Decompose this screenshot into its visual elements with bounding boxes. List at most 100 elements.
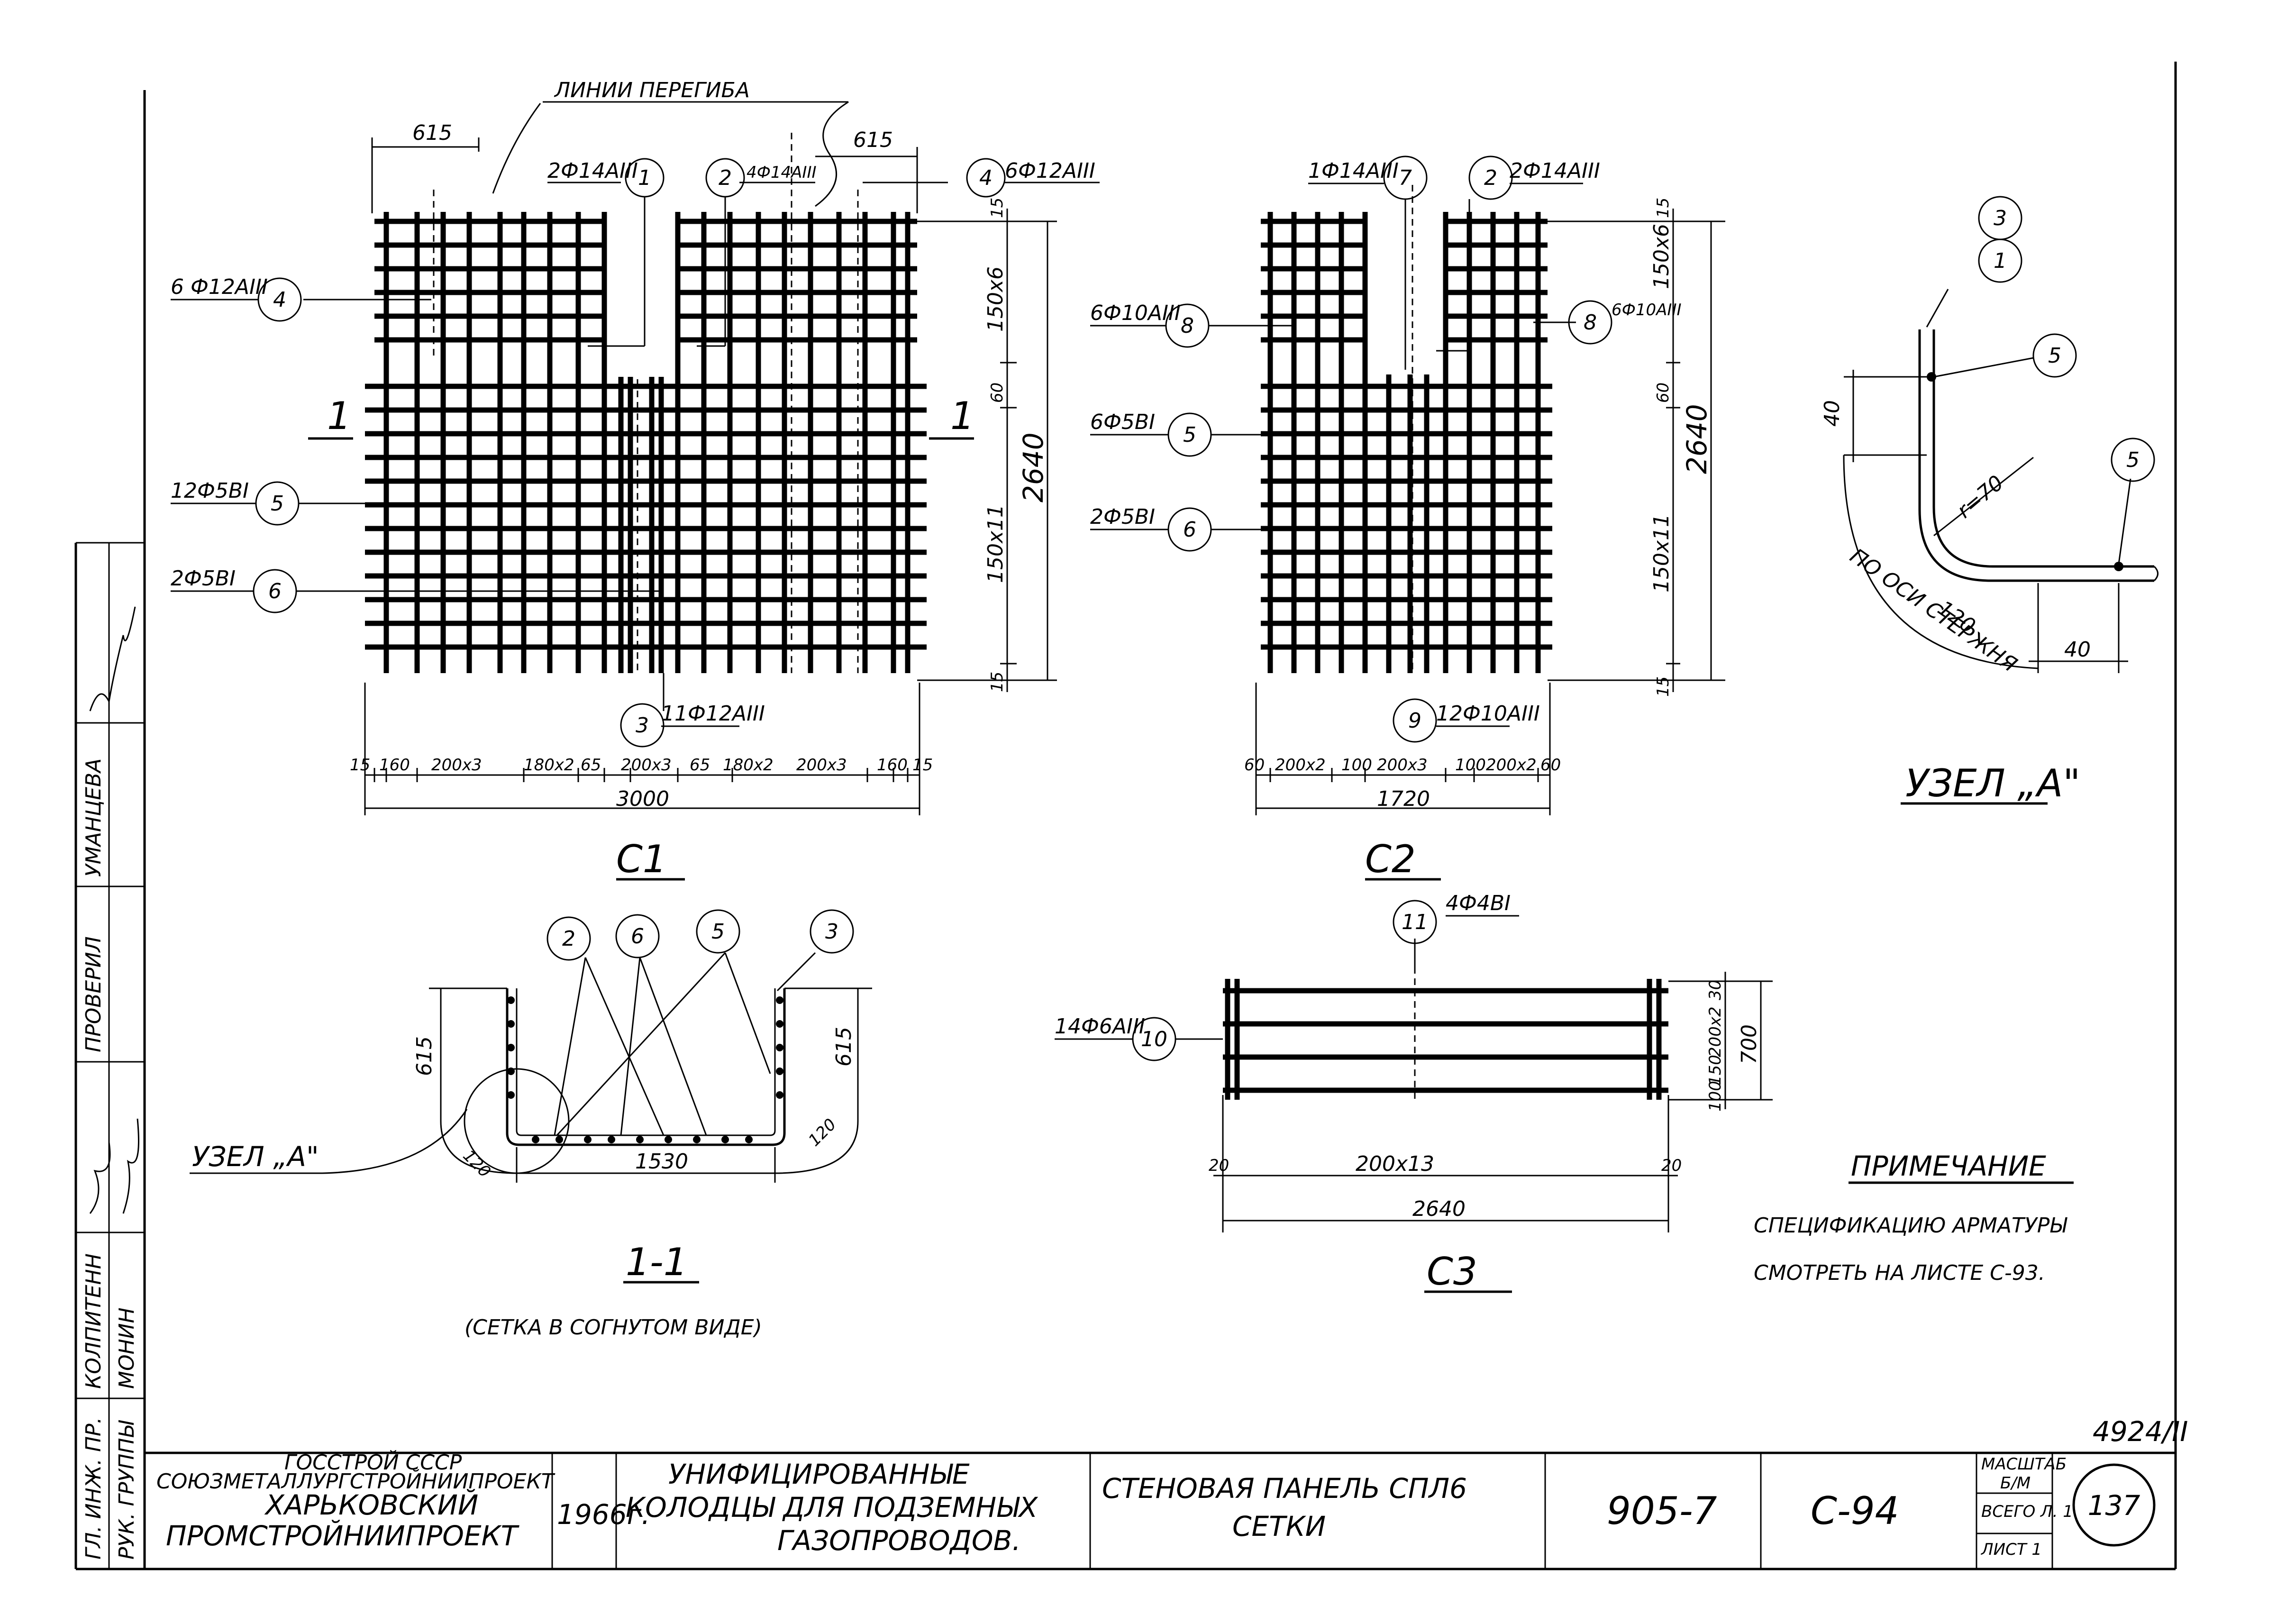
svg-text:8: 8 xyxy=(1181,314,1194,338)
node-dim-40-horiz: 40 xyxy=(2064,638,2091,662)
s11-bar-section xyxy=(776,1020,783,1028)
c1-label-p5: 12Ф5ВI xyxy=(171,479,249,503)
s11-bar-section xyxy=(776,996,783,1004)
c3-right-dim-2: 200x2 xyxy=(1706,1006,1725,1057)
c3-right-dim-4: 100 xyxy=(1706,1081,1725,1112)
side-stamp: ГЛ. ИНЖ. ПР. РУК. ГРУППЫ МОНИН КОЛПИТЕНН… xyxy=(76,542,145,1560)
c3-width: 2640 xyxy=(1412,1197,1466,1221)
c3-right-dim-3: 150 xyxy=(1706,1055,1725,1086)
tb-archive-number: 4924/II xyxy=(2093,1415,2188,1448)
c1-title: С1 xyxy=(616,837,667,881)
marker-s11-3: 3 xyxy=(810,909,854,954)
stamp-name-monin: МОНИН xyxy=(115,1307,139,1389)
marker-c2-8r: 8 xyxy=(1568,300,1612,345)
marker-c2-5: 5 xyxy=(1167,412,1212,457)
svg-text:11: 11 xyxy=(1402,910,1428,934)
title-block: ГОССТРОЙ СССР СОЮЗМЕТАЛЛУРГСТРОЙНИИПРОЕК… xyxy=(145,1415,2188,1569)
marker-c1-5: 5 xyxy=(255,481,300,526)
stamp-role-checked: ПРОВЕРИЛ xyxy=(82,936,106,1052)
node-arc-note: ПО ОСИ СТЕРЖНЯ xyxy=(1846,544,2022,677)
c3-title: С3 xyxy=(1427,1250,1477,1294)
c1-right-dim-5: 15 xyxy=(988,672,1007,692)
marker-c1-6: 6 xyxy=(253,569,297,613)
stamp-role-copied: КОЛПИТЕНН xyxy=(82,1253,106,1389)
svg-text:5: 5 xyxy=(2048,344,2061,368)
s11-dim-bottom: 1530 xyxy=(635,1150,688,1174)
marker-c1-2: 2 xyxy=(705,158,745,198)
c1-bottom-dim-11: 15 xyxy=(912,756,933,775)
c1-bottom-dim-7: 65 xyxy=(690,756,710,775)
marker-c3-10: 10 xyxy=(1132,1017,1176,1061)
c3-height: 700 xyxy=(1737,1024,1761,1064)
s11-bar-section xyxy=(665,1136,672,1143)
c1-label-p4-right: 6Ф12АIII xyxy=(1005,159,1095,183)
svg-text:4: 4 xyxy=(979,166,993,190)
c3-bottom-dim-1: 20 xyxy=(1209,1156,1229,1175)
c2-label-p6: 2Ф5ВI xyxy=(1090,505,1155,529)
svg-text:5: 5 xyxy=(1183,423,1196,447)
s11-bar-section xyxy=(507,1091,515,1099)
c1-width: 3000 xyxy=(616,787,669,811)
stamp-name-umantseva: УМАНЦЕВА xyxy=(82,758,106,877)
tb-sheet-name1: СТЕНОВАЯ ПАНЕЛЬ СПЛ6 xyxy=(1102,1472,1467,1505)
svg-text:5: 5 xyxy=(711,920,725,944)
signature-2 xyxy=(89,1142,111,1214)
c2-right-dim-4: 150x11 xyxy=(1649,514,1674,593)
marker-node-3: 3 xyxy=(1978,196,2022,240)
marker-c2-2: 2 xyxy=(1468,155,1513,200)
c2-right-dim-3: 60 xyxy=(1654,383,1673,403)
svg-text:6: 6 xyxy=(631,924,644,949)
s11-node-ref: УЗЕЛ „А" xyxy=(192,1140,319,1173)
c1-label-p2: 4Ф14АIII xyxy=(747,163,817,182)
svg-text:8: 8 xyxy=(1584,310,1597,335)
tb-scale-label: МАСШТАБ xyxy=(1981,1455,2067,1474)
s11-bar-section xyxy=(776,1091,783,1099)
s11-dim-arc-left: 120 xyxy=(459,1146,494,1181)
s11-dim-left: 615 xyxy=(412,1036,437,1076)
marker-c2-7: 7 xyxy=(1383,155,1428,200)
c2-bottom-dim-2: 200x2 xyxy=(1275,756,1326,775)
c1-bottom-dim-8: 180x2 xyxy=(723,756,774,775)
marker-s11-5: 5 xyxy=(696,909,740,954)
marker-c1-3: 3 xyxy=(620,703,665,748)
c2-bars xyxy=(1261,212,1552,673)
note-title: ПРИМЕЧАНИЕ xyxy=(1851,1150,2046,1182)
signature-3 xyxy=(122,1118,139,1214)
s11-bar-section xyxy=(745,1136,753,1143)
stamp-role-chief: ГЛ. ИНЖ. ПР. xyxy=(82,1417,106,1560)
s11-bar-section xyxy=(608,1136,615,1143)
c3-bottom-dim-3: 20 xyxy=(1661,1156,1682,1175)
c3-label-p10: 14Ф6АIII xyxy=(1055,1014,1145,1039)
node-dim-40-vert: 40 xyxy=(1820,400,1844,427)
tb-org2: СОЮЗМЕТАЛЛУРГСТРОЙНИИПРОЕКТ xyxy=(156,1469,556,1494)
svg-text:5: 5 xyxy=(271,492,284,516)
c1-top-dim-2: 615 xyxy=(853,128,893,152)
sheet-frame xyxy=(74,62,2177,1570)
svg-text:3: 3 xyxy=(825,920,838,944)
note-block: ПРИМЕЧАНИЕ СПЕЦИФИКАЦИЮ АРМАТУРЫ СМОТРЕТ… xyxy=(1754,1150,2074,1285)
s11-bar-section xyxy=(532,1136,539,1143)
marker-node-1: 1 xyxy=(1978,238,2022,283)
s11-bar-section xyxy=(507,1044,515,1051)
tb-org4: ПРОМСТРОЙНИИПРОЕКТ xyxy=(166,1519,520,1552)
c2-label-p8-right: 6Ф10АIII xyxy=(1612,301,1682,319)
marker-s11-2: 2 xyxy=(546,916,591,961)
svg-text:4: 4 xyxy=(273,288,286,312)
c1-section-mark-right: 1 xyxy=(950,394,974,438)
c1-bottom-dim-2: 160 xyxy=(379,756,410,775)
c1-bottom-dim-6: 200x3 xyxy=(621,756,672,775)
svg-text:3: 3 xyxy=(636,713,649,738)
c2-right-dim-1: 15 xyxy=(1654,198,1673,218)
marker-node-5b: 5 xyxy=(2111,438,2155,482)
tb-project2: КОЛОДЦЫ ДЛЯ ПОДЗЕМНЫХ xyxy=(626,1491,1038,1524)
c1-bottom-dim-1: 15 xyxy=(350,756,370,775)
marker-c1-4l: 4 xyxy=(257,277,302,322)
marker-node-5a: 5 xyxy=(2032,333,2077,378)
svg-text:6: 6 xyxy=(1183,518,1196,542)
c1-right-dim-2: 150x6 xyxy=(984,266,1008,332)
section-1-1: 615 615 120 1530 120 УЗЕЛ „А" 1-1 (СЕТКА… xyxy=(190,952,872,1340)
stamp-role-group: РУК. ГРУППЫ xyxy=(115,1420,139,1560)
marker-c2-8l: 8 xyxy=(1165,303,1210,348)
page-number-circle xyxy=(2072,1463,2156,1547)
